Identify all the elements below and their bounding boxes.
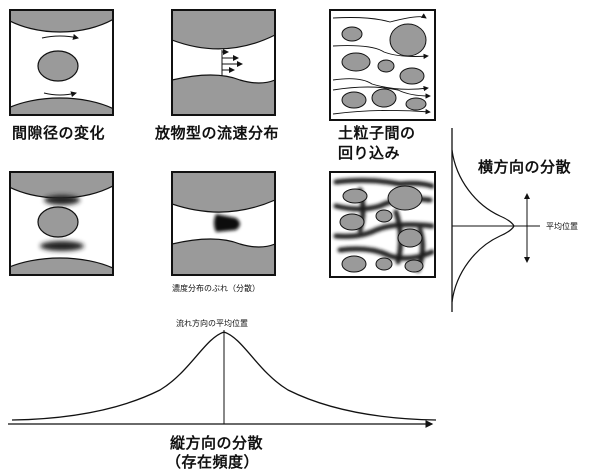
solute-cloud [40,195,84,251]
grain-bottom [10,97,113,115]
label-concentration: 濃度分布のぶれ（分散） [172,284,260,293]
solute-cloud [214,214,240,232]
panel-parabolic-concentration [172,172,275,275]
flow-arrow-bottom [43,91,77,98]
label-flow-mean: 流れ方向の平均位置 [176,319,248,328]
label-transverse: 横方向の分散 [478,158,572,176]
panel-parabolic-flow [172,10,275,115]
grain-center [37,50,79,82]
flow-arrow-top [41,33,79,40]
velocity-arrows [221,49,243,76]
label-frequency: （存在頻度） [166,453,260,471]
label-detour-line1: 土粒子間の [338,124,416,142]
longitudinal-curve [11,331,437,421]
transverse-distribution [451,128,540,312]
panel-detour-concentration [330,172,435,277]
transverse-curve [451,149,515,303]
panel-gap-concentration [10,172,113,275]
panel-gap-change [10,10,113,115]
longitudinal-distribution [8,330,437,428]
label-mean-position: 平均位置 [546,222,578,231]
label-longitudinal: 縦方向の分散 [170,434,264,452]
label-gap-change: 間隙径の変化 [12,124,106,142]
label-detour-line2: 回り込み [338,144,401,162]
label-parabolic-flow: 放物型の流速分布 [155,124,280,142]
grain-top [10,10,113,33]
grain-bottom [172,74,275,115]
streamlines [332,13,431,115]
panel-detour [330,10,435,120]
